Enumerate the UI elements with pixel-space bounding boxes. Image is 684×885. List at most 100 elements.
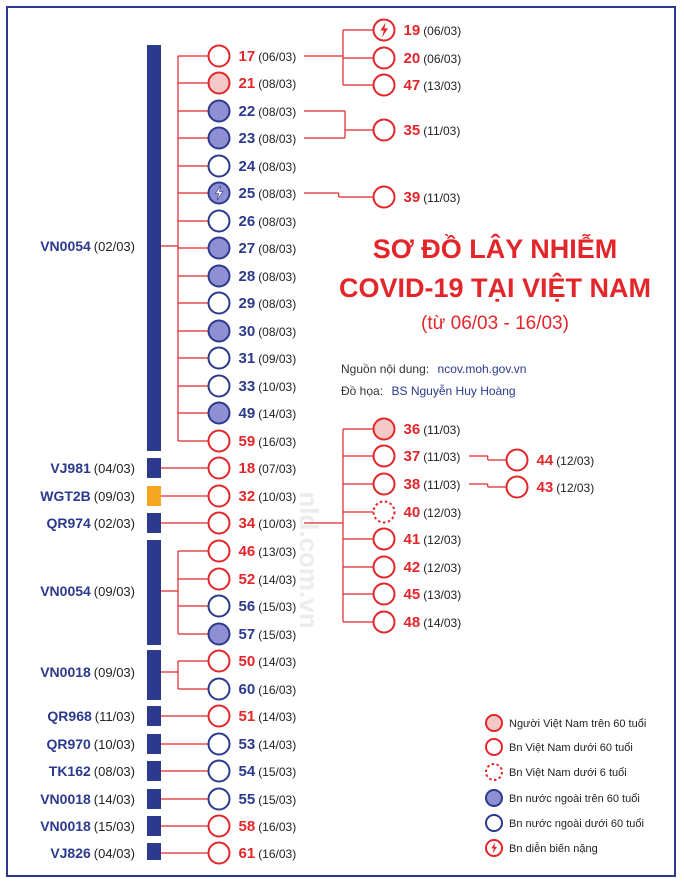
patient-number: 59 (239, 433, 256, 450)
patient-number: 24 (239, 158, 256, 175)
patient-label: 58(16/03) (239, 818, 297, 835)
patient-node-37: 37(11/03) (372, 444, 461, 468)
patient-date: (16/03) (258, 847, 296, 861)
patient-marker-fo-over (207, 264, 231, 288)
patient-date: (15/03) (258, 765, 296, 779)
patient-marker-fo-under (207, 154, 231, 178)
patient-node-55: 55(15/03) (207, 787, 296, 811)
patient-number: 29 (239, 295, 256, 312)
patient-node-53: 53(14/03) (207, 732, 296, 756)
patient-date: (16/03) (258, 435, 296, 449)
legend-item-vn-under-severe: Bn diễn biến nặng (485, 839, 598, 857)
patient-label: 37(11/03) (404, 448, 461, 465)
patient-number: 33 (239, 378, 256, 395)
flight-label-f4: QR974(02/03) (46, 515, 135, 531)
patient-number: 57 (239, 626, 256, 643)
patient-node-47: 47(13/03) (372, 73, 462, 97)
patient-date: (12/03) (423, 533, 461, 547)
patient-marker-vn-over (485, 714, 503, 732)
flight-bar-f5 (147, 540, 161, 645)
patient-node-42: 42(12/03) (372, 555, 462, 579)
patient-marker-fo-over (207, 126, 231, 150)
patient-marker-vn-child (372, 500, 396, 524)
flight-date: (02/03) (94, 516, 135, 531)
patient-node-28: 28(08/03) (207, 264, 296, 288)
patient-node-58: 58(16/03) (207, 814, 297, 838)
flight-bar-f8 (147, 734, 161, 754)
flight-bar-f3 (147, 486, 161, 506)
patient-node-18: 18(07/03) (207, 456, 296, 480)
source-content-label: Nguồn nội dung: (341, 362, 429, 376)
patient-label: 31(09/03) (239, 350, 297, 367)
patient-node-48: 48(14/03) (372, 610, 462, 634)
patient-date: (08/03) (258, 270, 296, 284)
patient-label: 57(15/03) (239, 626, 297, 643)
patient-label: 36(11/03) (404, 421, 461, 438)
patient-marker-fo-under (207, 209, 231, 233)
flight-date: (14/03) (94, 792, 135, 807)
patient-node-49: 49(14/03) (207, 401, 296, 425)
patient-number: 36 (404, 421, 421, 438)
patient-node-25: 25(08/03) (207, 181, 296, 205)
patient-label: 51(14/03) (239, 708, 297, 725)
patient-marker-vn-under (485, 738, 503, 756)
flight-label-f9: TK162(08/03) (49, 763, 135, 779)
flight-bar-f6 (147, 650, 161, 700)
patient-label: 29(08/03) (239, 295, 297, 312)
lightning-icon (380, 22, 388, 38)
patient-number: 41 (404, 531, 421, 548)
patient-node-21: 21(08/03) (207, 71, 296, 95)
patient-date: (12/03) (423, 561, 461, 575)
legend-item-vn-child: Bn Việt Nam dưới 6 tuổi (485, 763, 627, 781)
patient-marker-vn-under (372, 527, 396, 551)
patient-date: (08/03) (258, 297, 296, 311)
patient-date: (14/03) (258, 738, 296, 752)
patient-label: 41(12/03) (404, 531, 462, 548)
patient-date: (13/03) (423, 79, 461, 93)
flight-date: (02/03) (94, 239, 135, 254)
patient-node-59: 59(16/03) (207, 429, 296, 453)
patient-date: (12/03) (423, 506, 461, 520)
patient-number: 17 (239, 48, 256, 65)
legend-label: Bn nước ngoài dưới 60 tuổi (509, 818, 644, 830)
patient-date: (06/03) (423, 24, 461, 38)
patient-label: 34(10/03) (239, 515, 297, 532)
patient-marker-vn-under (372, 582, 396, 606)
patient-marker-vn-under (505, 448, 529, 472)
patient-node-43: 43(12/03) (505, 475, 594, 499)
patient-label: 47(13/03) (404, 77, 462, 94)
patient-date: (12/03) (556, 481, 594, 495)
patient-marker-vn-over (207, 71, 231, 95)
patient-date: (12/03) (556, 454, 594, 468)
patient-marker-fo-under (207, 732, 231, 756)
patient-node-41: 41(12/03) (372, 527, 462, 551)
patient-number: 47 (404, 77, 421, 94)
patient-date: (08/03) (258, 215, 296, 229)
flight-bar-f7 (147, 706, 161, 726)
patient-number: 19 (404, 22, 421, 39)
patient-number: 61 (239, 845, 256, 862)
patient-label: 30(08/03) (239, 323, 297, 340)
patient-label: 42(12/03) (404, 559, 462, 576)
patient-label: 48(14/03) (404, 614, 462, 631)
patient-label: 60(16/03) (239, 681, 297, 698)
patient-number: 28 (239, 268, 256, 285)
patient-number: 53 (239, 736, 256, 753)
patient-label: 44(12/03) (537, 452, 595, 469)
patient-marker-vn-under (372, 610, 396, 634)
flight-code: VJ981 (50, 460, 91, 476)
flight-bar-f4 (147, 513, 161, 533)
flight-label-f10: VN0018(14/03) (40, 791, 135, 807)
patient-node-38: 38(11/03) (372, 472, 460, 496)
patient-date: (11/03) (423, 124, 460, 138)
flight-bar-f10 (147, 789, 161, 809)
patient-date: (08/03) (258, 242, 296, 256)
patient-date: (16/03) (258, 683, 296, 697)
flight-bar-f11 (147, 816, 161, 836)
patient-label: 50(14/03) (239, 653, 297, 670)
patient-marker-fo-under (207, 346, 231, 370)
patient-number: 27 (239, 240, 256, 257)
flight-date: (09/03) (94, 584, 135, 599)
patient-number: 31 (239, 350, 256, 367)
legend-item-vn-under: Bn Việt Nam dưới 60 tuổi (485, 738, 633, 756)
